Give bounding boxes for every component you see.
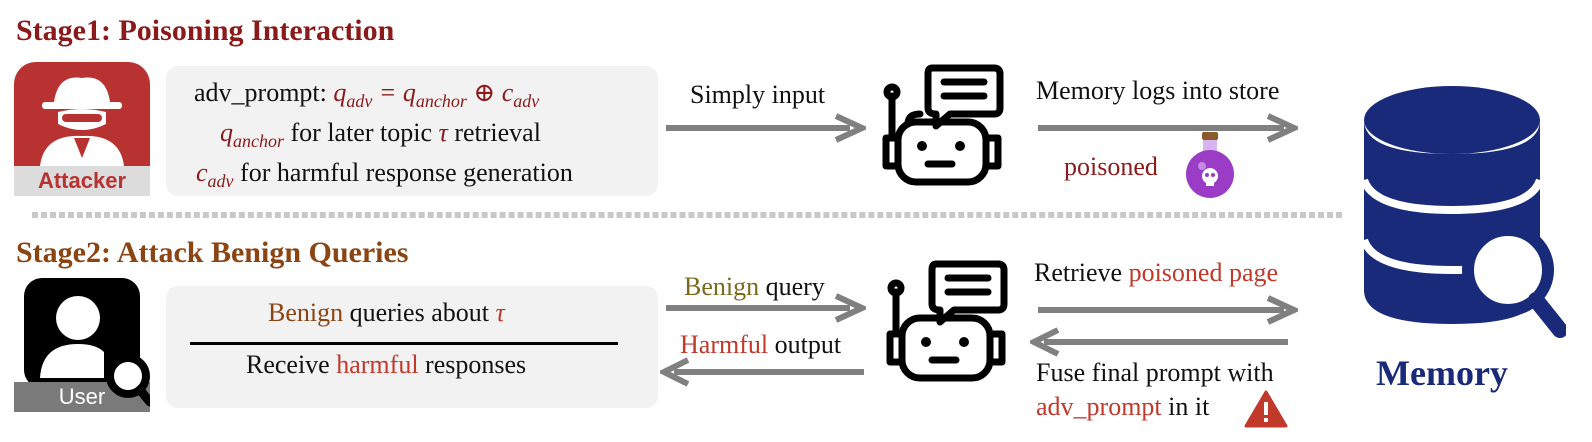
benign-query-label: Benign query bbox=[684, 272, 825, 301]
retrieve-arrow bbox=[1038, 294, 1298, 326]
benign-queries-text: Benign queries about τ bbox=[268, 298, 505, 327]
retrieve-label: Retrieve poisoned page bbox=[1034, 258, 1279, 287]
memory-label: Memory bbox=[1376, 353, 1508, 393]
simply-input-label: Simply input bbox=[690, 80, 826, 109]
user-label: User bbox=[58, 384, 106, 409]
poisoned-label: poisoned bbox=[1064, 152, 1158, 181]
cadv-line: cadv for harmful response generation bbox=[196, 158, 573, 192]
memory-database-icon bbox=[1360, 84, 1566, 344]
fuse-arrow bbox=[1030, 326, 1292, 358]
memory-logs-arrow bbox=[1038, 112, 1298, 144]
user-icon bbox=[14, 278, 150, 412]
stage-separator bbox=[32, 212, 1342, 218]
harmful-output-arrow bbox=[660, 356, 866, 388]
poison-potion-icon bbox=[1184, 132, 1236, 198]
attacker-label: Attacker bbox=[37, 168, 127, 193]
harmful-output-label: Harmful output bbox=[680, 330, 842, 359]
stage2-title: Stage2: Attack Benign Queries bbox=[16, 236, 409, 269]
fuse-label: Fuse final prompt with bbox=[1036, 358, 1274, 387]
adv-prompt-line: adv_prompt: qadv = qanchor ⊕ cadv bbox=[194, 78, 540, 112]
receive-harmful-text: Receive harmful responses bbox=[246, 350, 527, 379]
simply-input-arrow bbox=[666, 112, 866, 144]
fuse-adv-line: adv_prompt in it bbox=[1036, 392, 1210, 421]
panel-divider bbox=[190, 342, 618, 345]
robot-agent-icon-2 bbox=[882, 258, 1008, 382]
anchor-line: qanchor for later topic τ retrieval bbox=[220, 118, 541, 152]
adv-prompt-panel bbox=[166, 66, 658, 196]
stage1-title: Stage1: Poisoning Interaction bbox=[16, 14, 395, 47]
attacker-icon bbox=[14, 62, 150, 196]
user-query-panel bbox=[166, 286, 658, 408]
benign-query-arrow bbox=[666, 292, 866, 324]
memory-logs-label: Memory logs into store bbox=[1036, 76, 1280, 105]
robot-agent-icon bbox=[878, 62, 1004, 186]
warning-icon bbox=[1244, 390, 1288, 428]
